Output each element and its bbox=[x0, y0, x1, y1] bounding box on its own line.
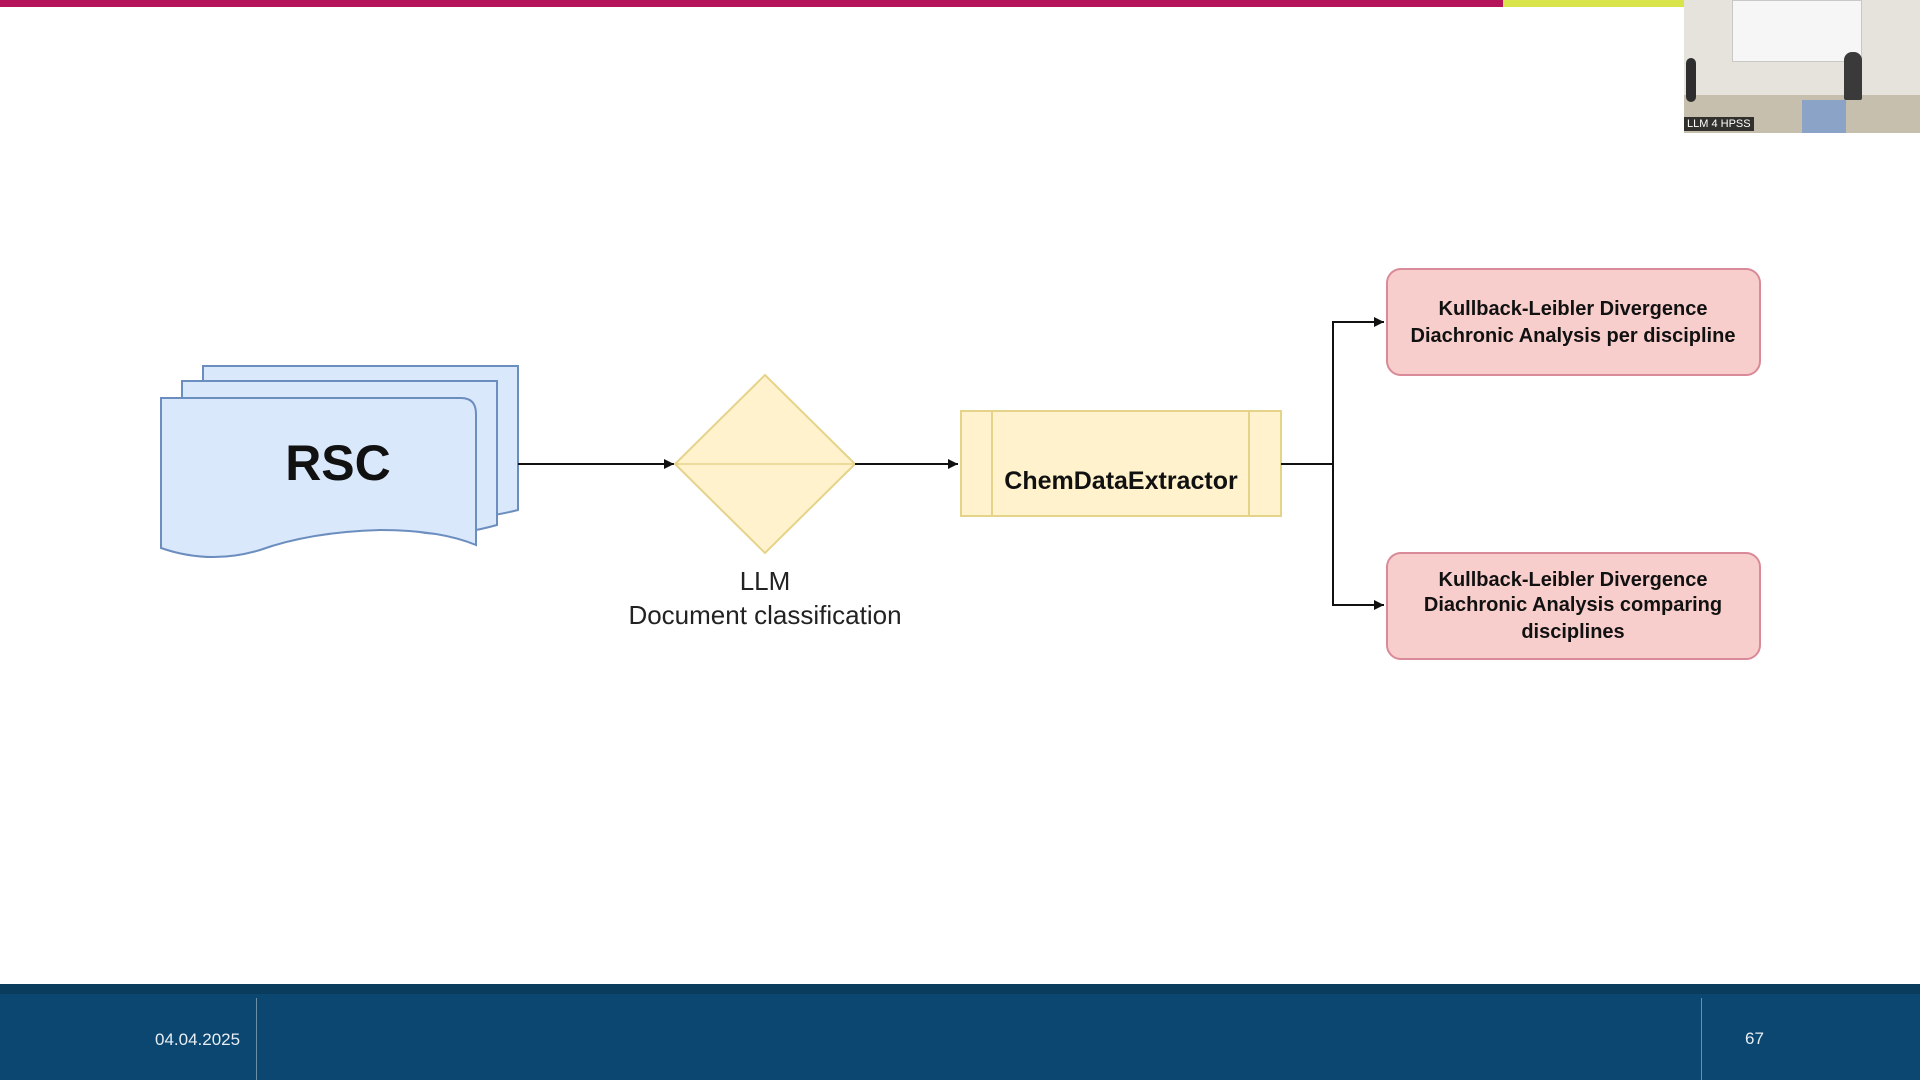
video-speaker-figure bbox=[1844, 52, 1862, 100]
footer-divider-right bbox=[1701, 998, 1702, 1080]
video-audience-figure bbox=[1686, 58, 1696, 102]
chemdataextractor-process-node: ChemDataExtractor bbox=[960, 410, 1282, 517]
document-classification-label: Document classification bbox=[628, 600, 901, 630]
process-box bbox=[960, 410, 1282, 517]
kl-output-per-discipline: Kullback-Leibler Divergence Diachronic A… bbox=[1386, 268, 1761, 376]
footer-page-number: 67 bbox=[1745, 1029, 1764, 1048]
footer-date: 04.04.2025 bbox=[155, 1030, 241, 1049]
slide-footer: 04.04.2025 67 bbox=[0, 984, 1920, 1080]
video-projection-screen bbox=[1732, 0, 1862, 62]
video-podium bbox=[1802, 100, 1846, 133]
video-overlay-label: LLM 4 HPSS bbox=[1684, 117, 1754, 131]
output1-line1: Kullback-Leibler Divergence bbox=[1439, 298, 1708, 320]
output2-line2: Diachronic Analysis comparing bbox=[1424, 594, 1722, 616]
rsc-label: RSC bbox=[285, 435, 391, 491]
top-accent-bar bbox=[0, 0, 1920, 7]
chemdataextractor-label: ChemDataExtractor bbox=[1004, 467, 1238, 495]
connector-extractor-to-output1 bbox=[1281, 317, 1384, 465]
accent-bar-magenta bbox=[0, 0, 1503, 7]
connector-extractor-to-output2 bbox=[1332, 464, 1384, 610]
output2-line3: disciplines bbox=[1521, 621, 1624, 643]
output2-box bbox=[1386, 552, 1761, 660]
doc-sheet-front bbox=[160, 397, 477, 559]
accent-bar-lime bbox=[1503, 0, 1693, 7]
flow-diagram: RSC LLM Document classification ChemData… bbox=[160, 268, 1761, 660]
output1-line2: Diachronic Analysis per discipline bbox=[1411, 325, 1736, 347]
speaker-video-overlay[interactable]: LLM 4 HPSS bbox=[1684, 0, 1920, 133]
output1-box bbox=[1386, 268, 1761, 376]
llm-label: LLM bbox=[740, 566, 791, 596]
kl-output-comparing-disciplines: Kullback-Leibler Divergence Diachronic A… bbox=[1386, 552, 1761, 660]
footer-top-shade bbox=[0, 984, 1920, 994]
rsc-document-stack: RSC bbox=[160, 365, 519, 559]
llm-decision-node: LLM Document classification bbox=[628, 373, 902, 630]
footer-divider-left bbox=[256, 998, 257, 1080]
output2-line1: Kullback-Leibler Divergence bbox=[1439, 569, 1708, 591]
